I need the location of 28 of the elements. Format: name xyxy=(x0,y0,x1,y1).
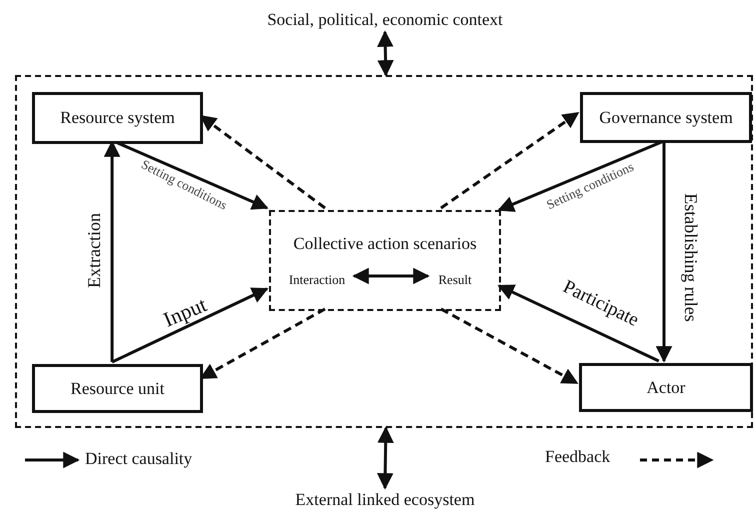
box-label: Actor xyxy=(646,378,686,398)
box-label: Resource system xyxy=(60,108,175,128)
box-label: Governance system xyxy=(599,108,733,128)
arrow xyxy=(498,284,660,362)
system-boundary-frame xyxy=(15,75,753,428)
legend-label: Direct causality xyxy=(85,449,192,469)
component-box xyxy=(579,363,753,412)
feedback-arrow xyxy=(440,308,578,384)
component-box xyxy=(32,92,203,144)
context-label: Social, political, economic context xyxy=(245,8,525,32)
feedback-arrow xyxy=(440,112,580,210)
component-box xyxy=(580,92,752,143)
edge-label: Extraction xyxy=(84,212,104,288)
scenario-label: Result xyxy=(432,270,478,290)
scenario-box xyxy=(269,210,501,311)
arrow xyxy=(111,287,268,364)
scenario-label: Interaction xyxy=(276,270,358,290)
arrow xyxy=(656,141,672,363)
double-arrow xyxy=(376,426,394,490)
box-label: Resource unit xyxy=(70,378,164,398)
box-label: Collective action scenarios xyxy=(293,234,477,254)
edge-label: Establishing rules xyxy=(679,192,700,322)
context-label: External linked ecosystem xyxy=(250,488,520,512)
legend-label: Feedback xyxy=(545,447,610,467)
component-box xyxy=(32,364,203,413)
edge-label: Input xyxy=(160,292,210,332)
double-arrow xyxy=(352,268,430,284)
double-arrow xyxy=(377,30,394,77)
